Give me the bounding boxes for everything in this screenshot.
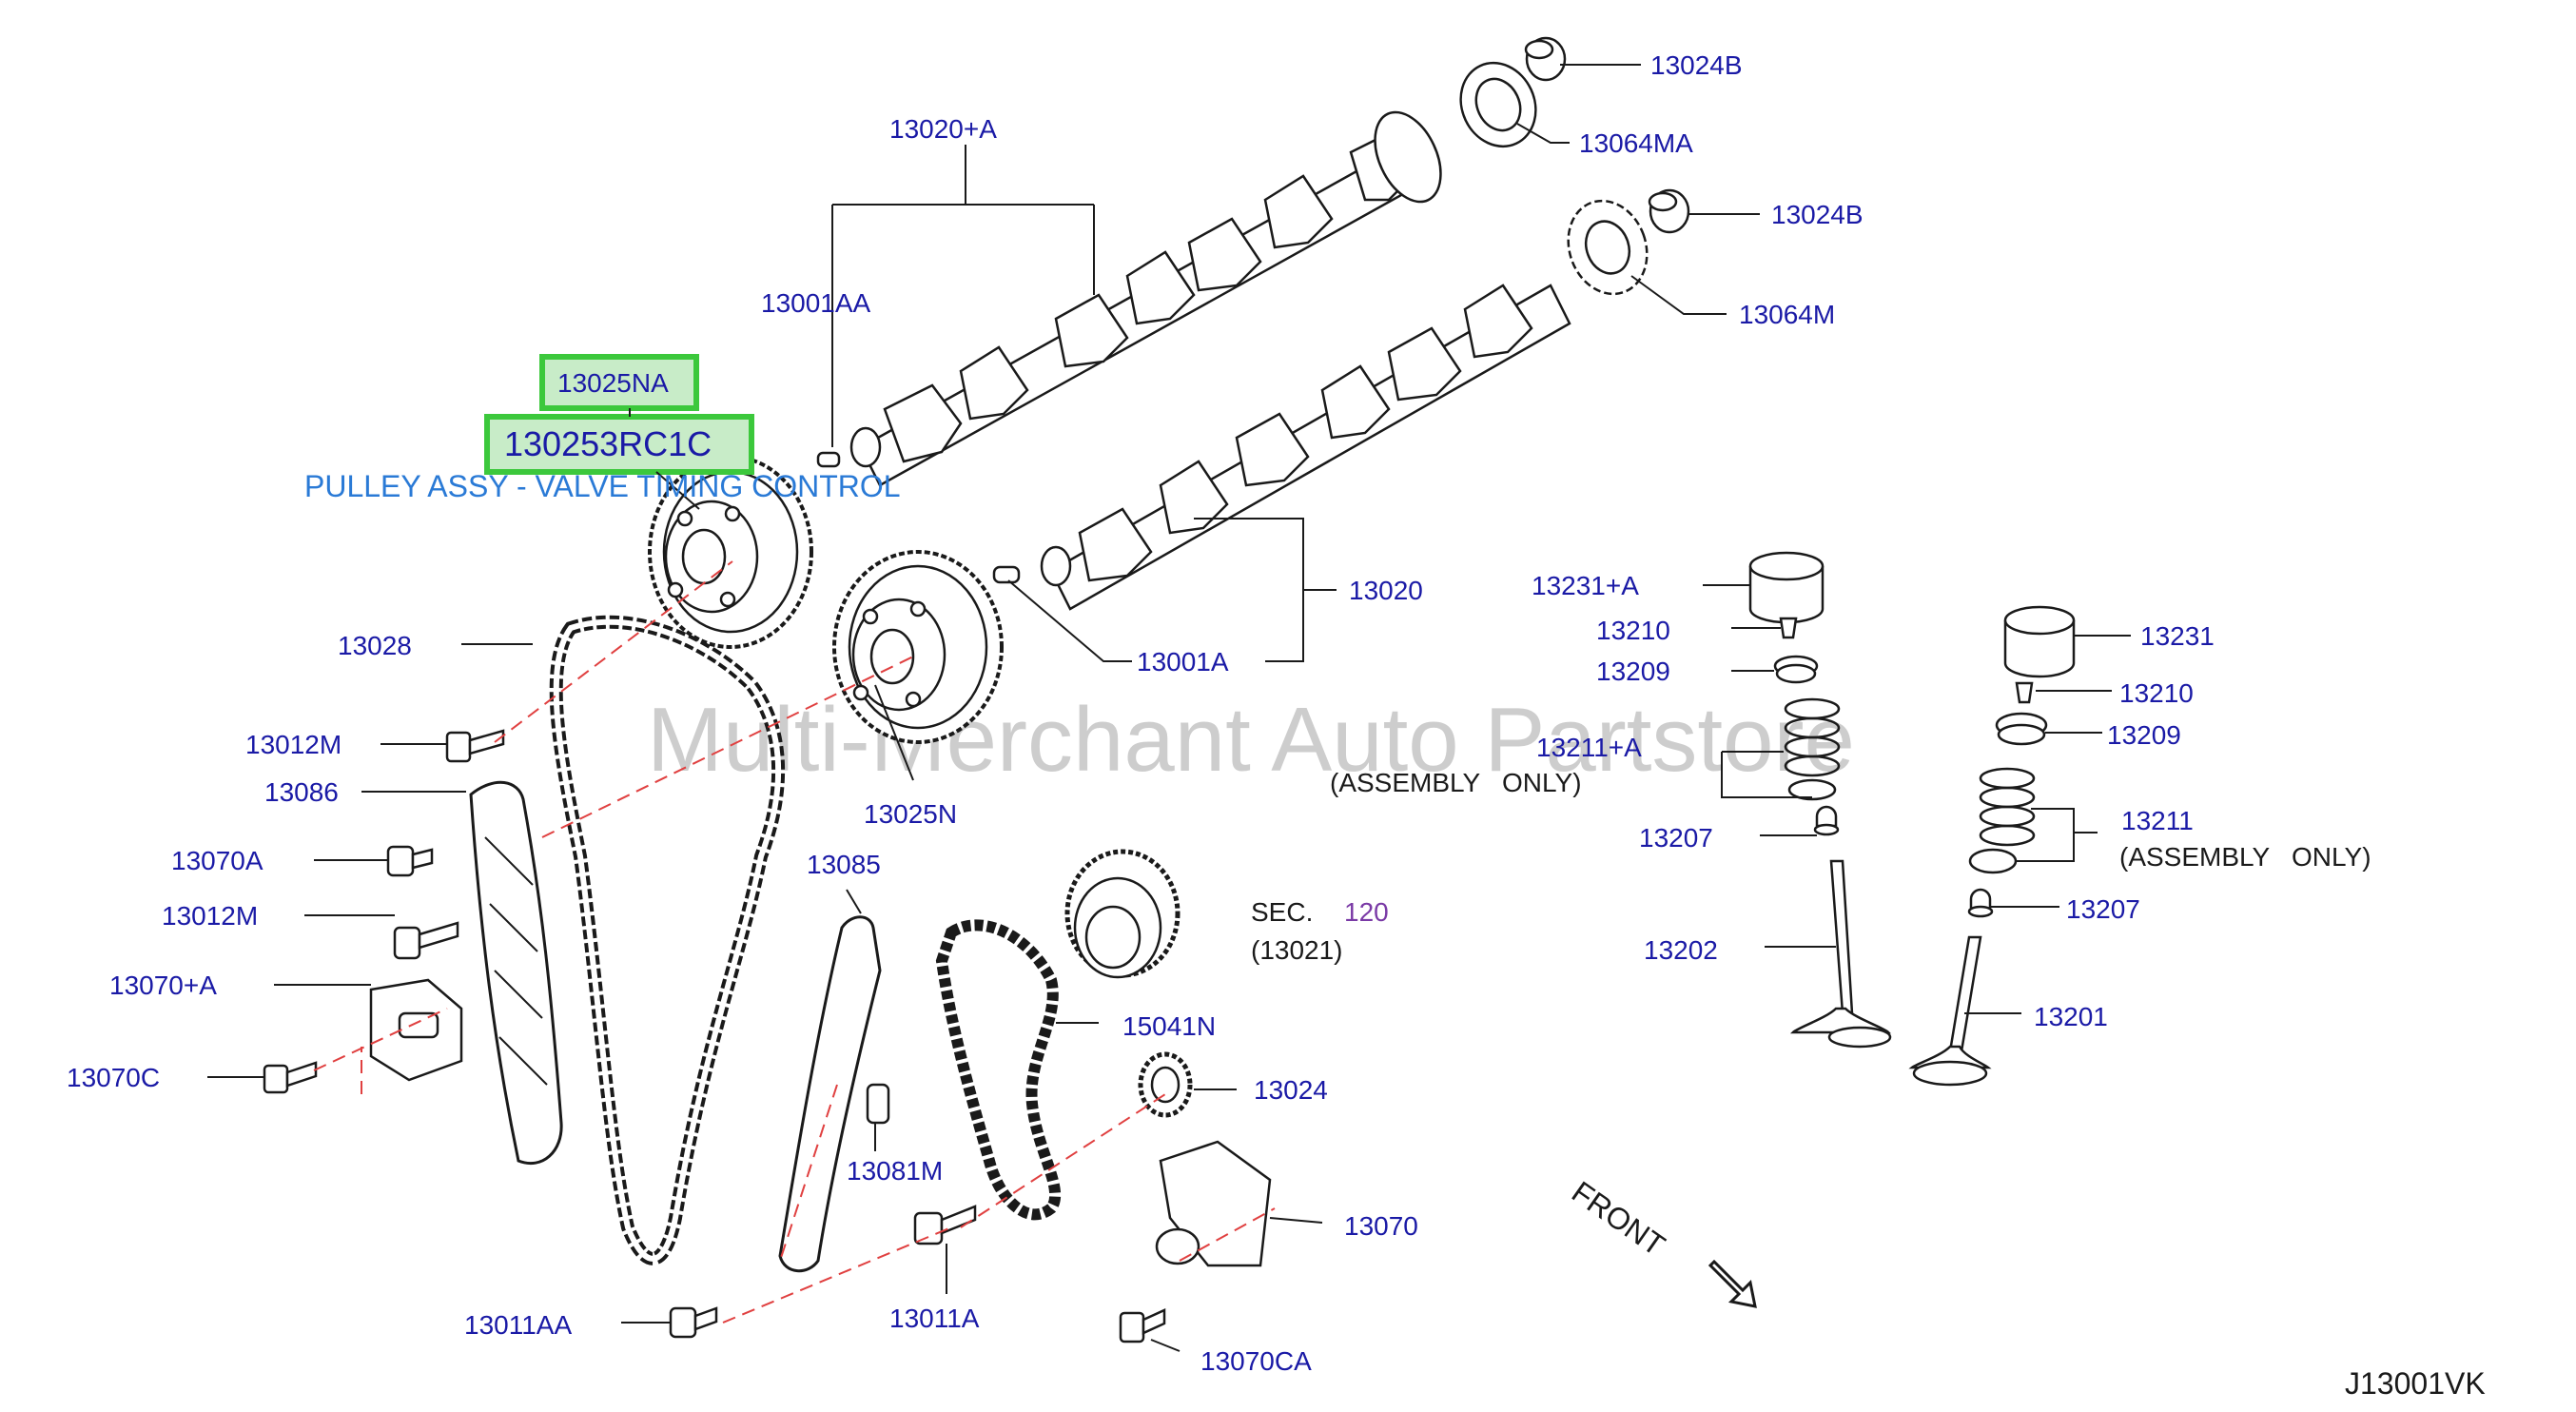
label-13231[interactable]: 13231	[2140, 621, 2215, 651]
label-13028[interactable]: 13028	[338, 631, 412, 660]
valve-13201	[1908, 935, 1992, 1087]
label-13201[interactable]: 13201	[2034, 1002, 2108, 1031]
label-13209-l[interactable]: 13209	[1596, 657, 1670, 686]
sec-reference-prefix: SEC.	[1251, 897, 1313, 927]
seal-13207-r	[1967, 888, 1994, 918]
seal-13207-l	[1813, 805, 1840, 836]
chain-15041N	[935, 919, 1062, 1221]
bolt-13012M-low	[393, 921, 459, 960]
dowel-13001A	[992, 565, 1021, 584]
label-13207-l[interactable]: 13207	[1639, 823, 1713, 853]
intake-camshaft	[849, 110, 1442, 487]
collet-13210-r	[2015, 681, 2034, 704]
part-labels: 13024B 13064MA 13020+A 13024B 13064M 130…	[67, 50, 2215, 1376]
label-13024[interactable]: 13024	[1254, 1075, 1328, 1105]
label-13070C[interactable]: 13070C	[67, 1063, 160, 1092]
sec-reference-subpart: (13021)	[1251, 935, 1343, 965]
label-13211PlusA[interactable]: 13211+A	[1536, 733, 1642, 762]
label-13081M[interactable]: 13081M	[847, 1156, 943, 1186]
part-13025NA-highlight[interactable]: 13025NA	[557, 368, 669, 398]
highlight-caption: PULLEY ASSY - VALVE TIMING CONTROL	[304, 469, 901, 503]
label-13024B-top[interactable]: 13024B	[1650, 50, 1743, 80]
vtc-pulley-exhaust-13025N	[832, 550, 1004, 744]
diagram-code: J13001VK	[2345, 1366, 2486, 1401]
label-13231PlusA[interactable]: 13231+A	[1532, 571, 1639, 600]
tensioner-13070	[1155, 1140, 1272, 1267]
bolt-13012M-top	[445, 729, 505, 763]
label-13064MA[interactable]: 13064MA	[1579, 128, 1693, 158]
label-13001A[interactable]: 13001A	[1137, 647, 1229, 677]
highlight-leader	[629, 408, 700, 510]
gear-sec120	[1064, 849, 1181, 979]
label-13011A[interactable]: 13011A	[889, 1304, 980, 1333]
label-13070[interactable]: 13070	[1344, 1211, 1418, 1241]
watermark-text: Multi-Merchant Auto Partstore	[647, 689, 1855, 791]
sec-reference-number[interactable]: 120	[1344, 897, 1389, 927]
front-arrow	[1708, 1259, 1757, 1308]
dowel-13081M	[866, 1083, 890, 1125]
bolt-13070CA	[1119, 1308, 1166, 1343]
plug-13024B-top	[1524, 36, 1567, 82]
assembly-only-note-right: (ASSEMBLY ONLY)	[2119, 842, 2371, 872]
retainer-13209-r	[1995, 712, 2048, 746]
valve-13202	[1789, 859, 1892, 1049]
sprocket-13024	[1138, 1051, 1193, 1118]
label-13202[interactable]: 13202	[1644, 935, 1718, 965]
label-15041N[interactable]: 15041N	[1122, 1011, 1216, 1041]
spring-13211	[1968, 767, 2036, 874]
highlight-box-primary[interactable]	[539, 354, 699, 411]
label-13211[interactable]: 13211	[2121, 806, 2194, 835]
label-13001AA[interactable]: 13001AA	[761, 288, 871, 318]
chain-inner	[553, 618, 782, 1262]
retainer-13209-l	[1773, 655, 1819, 684]
highlight-box-alt[interactable]	[484, 414, 754, 475]
lifter-13231	[2003, 605, 2076, 678]
label-13025N[interactable]: 13025N	[864, 799, 957, 829]
label-13024B-mid[interactable]: 13024B	[1771, 200, 1864, 229]
bolt-13070C	[263, 1061, 318, 1094]
label-13070CA[interactable]: 13070CA	[1200, 1346, 1312, 1376]
plug-13024B-mid	[1648, 188, 1690, 234]
label-13012M-top[interactable]: 13012M	[245, 730, 342, 759]
chain-guide-13085	[778, 915, 882, 1273]
label-13064M[interactable]: 13064M	[1739, 300, 1835, 329]
bolt-13070A	[386, 845, 434, 877]
label-13020A[interactable]: 13020+A	[889, 114, 997, 144]
label-13086[interactable]: 13086	[264, 777, 339, 807]
label-13210-l[interactable]: 13210	[1596, 616, 1670, 645]
label-13209-r[interactable]: 13209	[2107, 720, 2181, 750]
dowel-13001AA	[816, 451, 841, 468]
label-13085[interactable]: 13085	[807, 850, 881, 879]
label-13070A[interactable]: 13070A	[171, 846, 263, 875]
bolt-13011A	[913, 1205, 977, 1245]
alignment-lines	[313, 560, 1276, 1324]
assembly-only-note-left: (ASSEMBLY ONLY)	[1330, 768, 1582, 797]
label-13070PlusA[interactable]: 13070+A	[109, 971, 217, 1000]
leader-lines	[207, 64, 2131, 1352]
label-13210-r[interactable]: 13210	[2119, 678, 2194, 708]
label-13207-r[interactable]: 13207	[2066, 894, 2140, 924]
part-130253RC1C-highlight[interactable]: 130253RC1C	[504, 424, 712, 463]
exhaust-camshaft	[1040, 284, 1571, 611]
lifter-13231PlusA	[1748, 551, 1825, 624]
label-13012M-low[interactable]: 13012M	[162, 901, 258, 931]
vtc-pulley-intake-13025NA	[648, 455, 813, 649]
label-13020[interactable]: 13020	[1349, 576, 1423, 605]
tensioner-13070PlusA	[369, 978, 463, 1082]
spring-13211PlusA	[1784, 697, 1841, 801]
bolt-13011AA	[669, 1306, 718, 1339]
chain-guide-13086	[469, 780, 563, 1166]
sprocket-13064M	[1567, 199, 1649, 296]
collet-13210-l	[1779, 617, 1798, 639]
label-13011AA[interactable]: 13011AA	[464, 1310, 572, 1340]
sprocket-13064MA	[1459, 61, 1537, 148]
front-label: FRONT	[1566, 1174, 1671, 1263]
